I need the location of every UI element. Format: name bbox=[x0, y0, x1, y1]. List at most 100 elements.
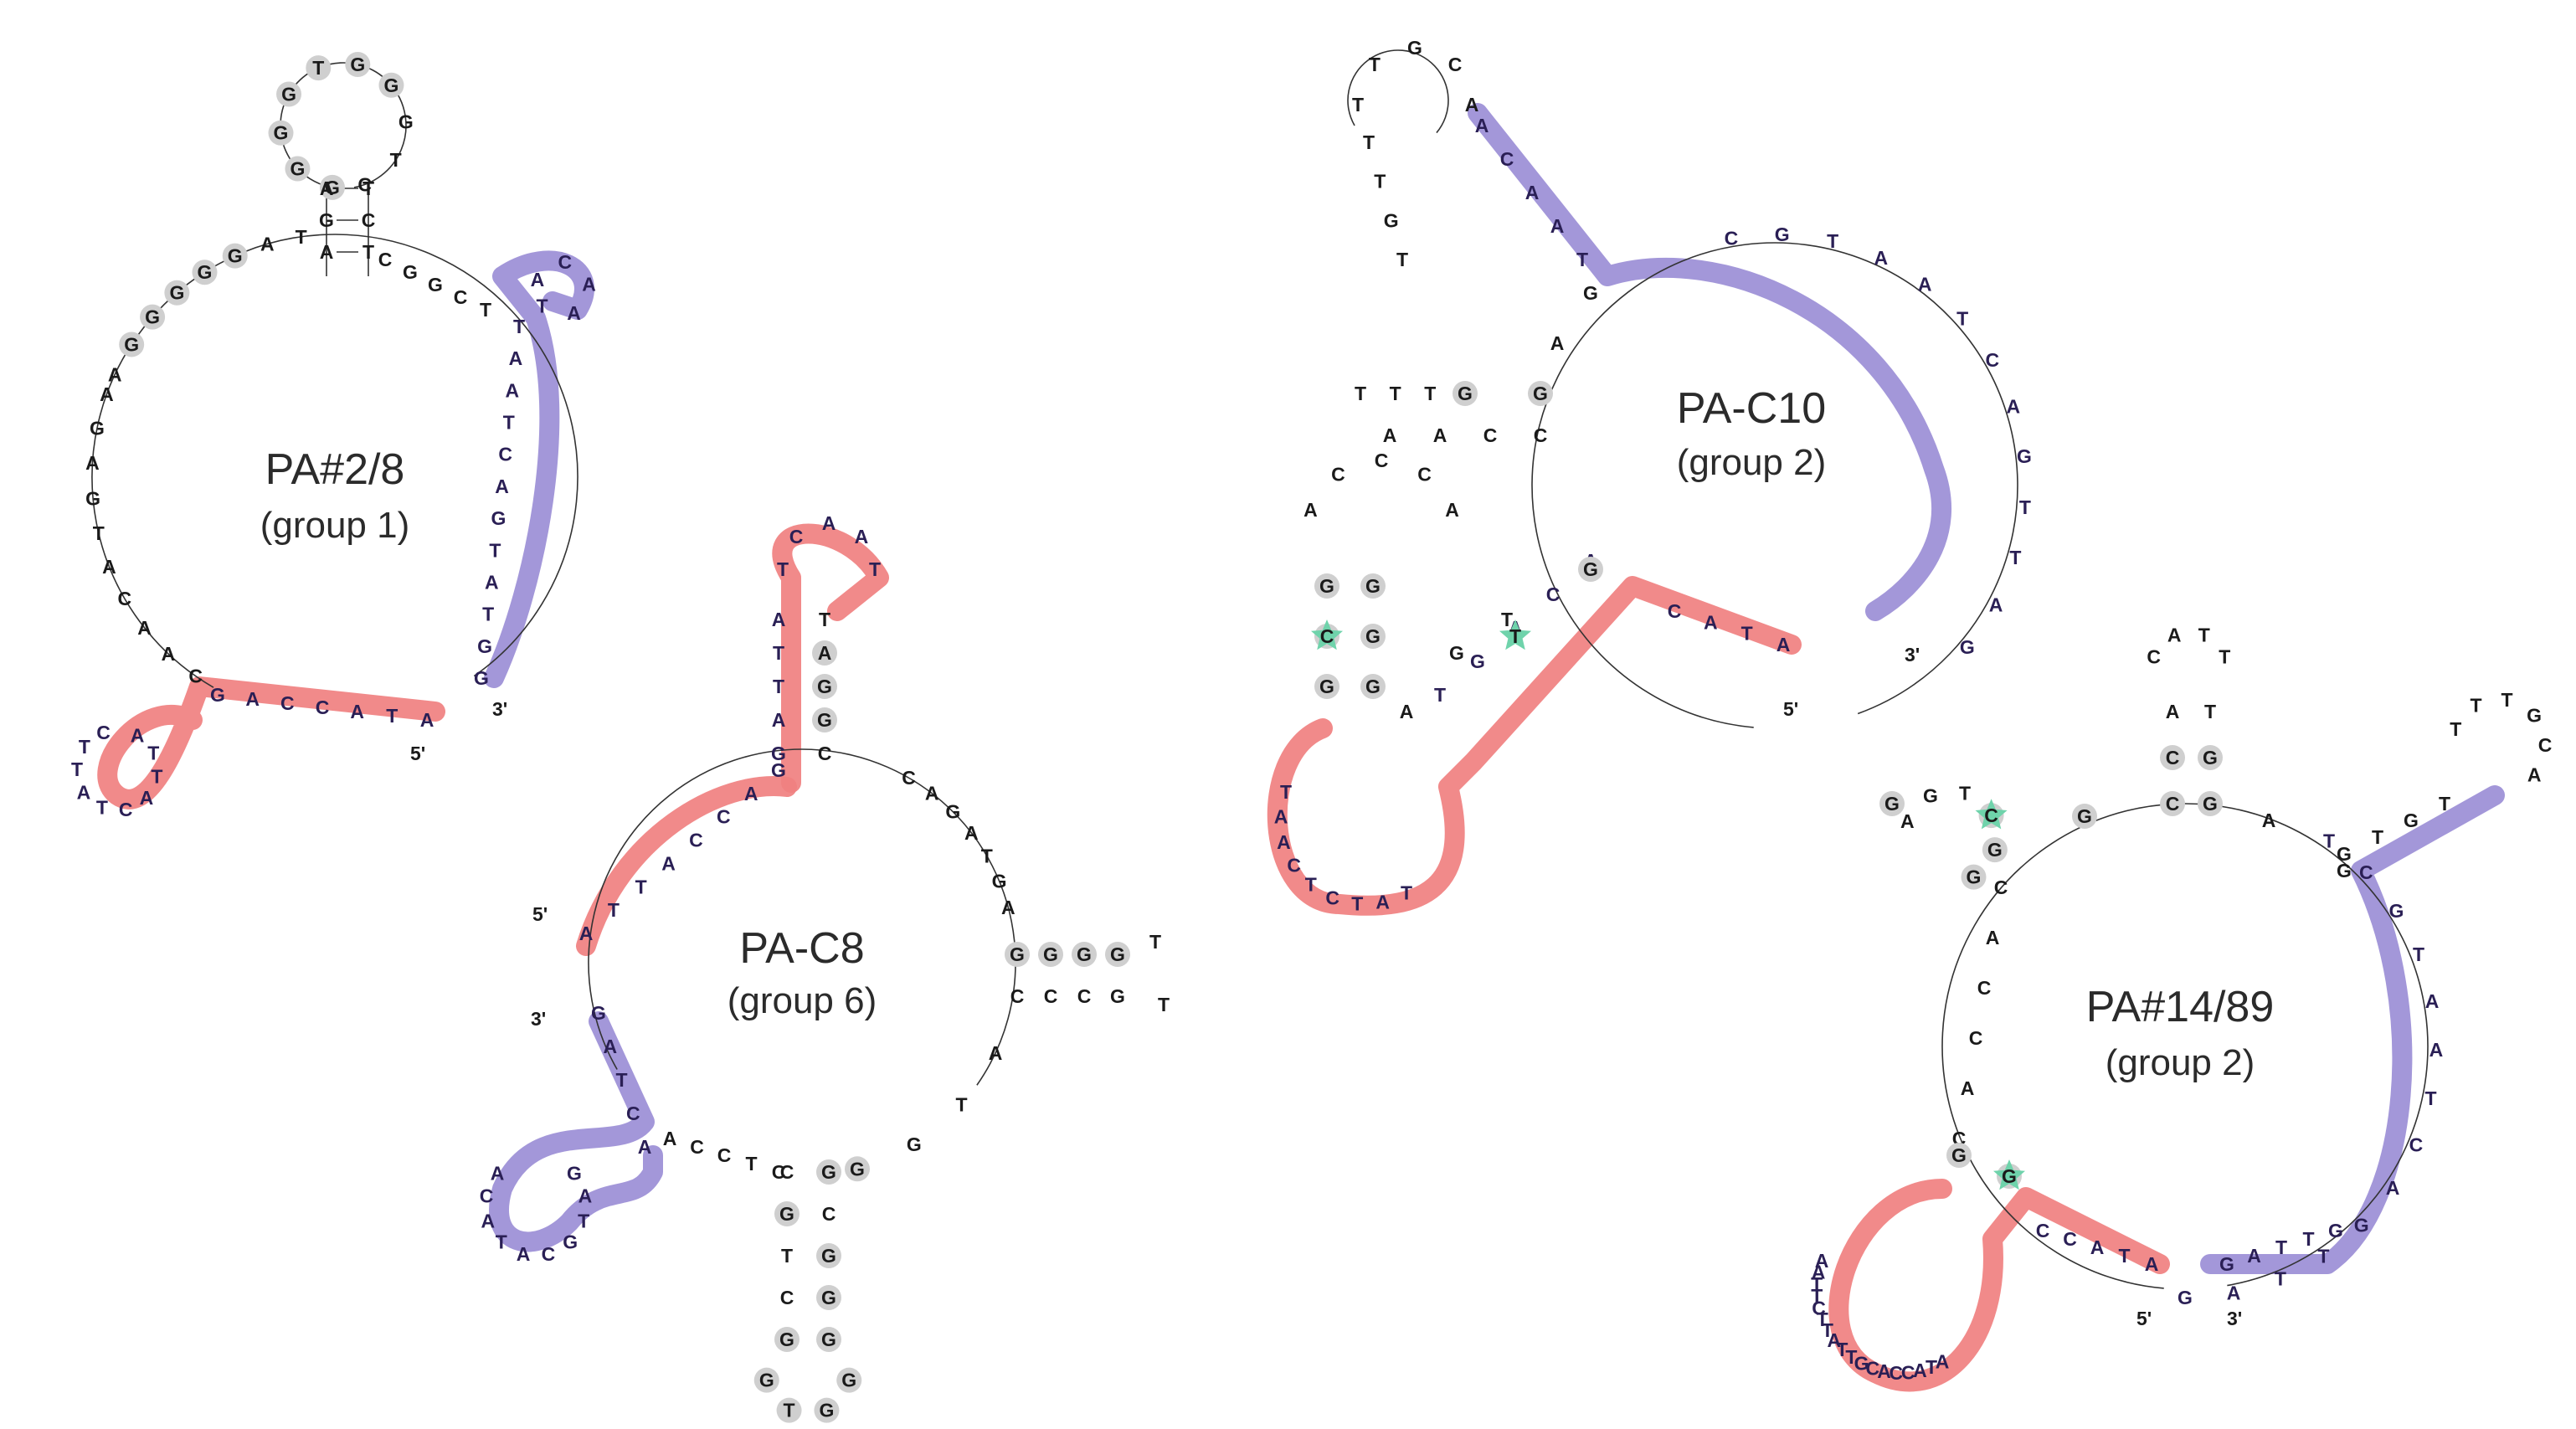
nucleotide-291: G bbox=[1854, 1353, 1869, 1375]
nucleotide-letter: T bbox=[2450, 718, 2461, 740]
nucleotide-letter: T bbox=[1836, 1339, 1848, 1360]
nucleotide-9: T bbox=[390, 149, 402, 171]
nucleotide-letter: G bbox=[1110, 985, 1125, 1007]
nucleotide-188: C bbox=[1483, 424, 1498, 446]
nucleotide-letter: G bbox=[2328, 1220, 2343, 1241]
nucleotide-52: A bbox=[531, 269, 545, 290]
nucleotide-175: G bbox=[2017, 445, 2032, 467]
nucleotide-letter: C bbox=[1546, 583, 1561, 605]
nucleotide-120: T bbox=[781, 1245, 793, 1267]
nucleotide-263: C bbox=[2359, 861, 2373, 883]
nucleotide-letter: A bbox=[495, 475, 509, 497]
nucleotide-letter: T bbox=[489, 539, 501, 561]
nucleotide-letter: G bbox=[1987, 839, 2003, 861]
nucleotide-letter: A bbox=[1936, 1351, 1950, 1373]
nucleotide-letter: T bbox=[745, 1153, 757, 1175]
nucleotide-letter: A bbox=[1815, 1250, 1829, 1272]
nucleotide-letter: G bbox=[2077, 805, 2092, 827]
nucleotide-letter: T bbox=[1363, 131, 1375, 153]
nucleotide-267: A bbox=[2429, 1039, 2444, 1061]
nucleotide-134: C bbox=[717, 1144, 732, 1166]
nucleotide-letter: T bbox=[781, 1245, 793, 1267]
nucleotide-265: T bbox=[2413, 943, 2424, 965]
s1-red-band bbox=[97, 676, 445, 810]
nucleotide-280: G bbox=[2328, 1220, 2343, 1241]
nucleotide-letter: T bbox=[1817, 1308, 1828, 1330]
nucleotide-letter: T bbox=[2275, 1268, 2286, 1290]
nucleotide-letter: A bbox=[1874, 247, 1888, 269]
nucleotide-294: C bbox=[1890, 1362, 1904, 1384]
nucleotide-letter: C bbox=[902, 767, 916, 789]
nucleotide-157: T bbox=[1363, 131, 1375, 153]
nucleotide-178: A bbox=[1989, 594, 2003, 615]
nucleotide-letter: A bbox=[925, 783, 939, 804]
nucleotide-marker bbox=[816, 1285, 841, 1310]
nucleotide-letter: A bbox=[1375, 892, 1390, 913]
nucleotide-70: C bbox=[316, 697, 330, 718]
nucleotide-letter: G bbox=[817, 709, 832, 731]
nucleotide-286: T bbox=[1817, 1308, 1828, 1330]
nucleotide-198: G bbox=[1360, 573, 1386, 599]
nucleotide-letter: G bbox=[1043, 943, 1058, 965]
nucleotide-letter: C bbox=[2409, 1134, 2424, 1156]
nucleotide-marker bbox=[812, 640, 837, 666]
nucleotide-letter: T bbox=[513, 316, 525, 337]
nucleotide-243: C bbox=[1994, 876, 2008, 898]
nucleotide-letter: T bbox=[2439, 793, 2450, 815]
nucleotide-38: C bbox=[454, 286, 468, 308]
highlight-bands-layer bbox=[97, 103, 2505, 1392]
nucleotide-letter: C bbox=[1901, 1362, 1915, 1384]
nucleotide-64: T bbox=[71, 758, 83, 780]
nucleotide-letter: T bbox=[96, 796, 108, 818]
nucleotide-letter: A bbox=[1877, 1360, 1891, 1382]
nucleotide-letter: C bbox=[1320, 625, 1334, 647]
nucleotide-289: T bbox=[1836, 1339, 1848, 1360]
nucleotide-199: G bbox=[1360, 624, 1386, 649]
nucleotide-246: C bbox=[1969, 1027, 1983, 1049]
nucleotide-letter: A bbox=[108, 363, 122, 385]
nucleotide-letter: G bbox=[2404, 810, 2419, 831]
nucleotide-letter: A bbox=[772, 709, 786, 731]
nucleotide-letter: T bbox=[1959, 783, 1971, 804]
nucleotide-234: A bbox=[1900, 810, 1915, 832]
nucleotide-12: T bbox=[362, 177, 374, 199]
nucleotide-298: A bbox=[1936, 1351, 1950, 1373]
nucleotide-letter: C bbox=[357, 173, 372, 195]
nucleotide-247: A bbox=[1961, 1077, 1975, 1099]
nucleotide-121: C bbox=[780, 1287, 794, 1308]
nucleotide-293: A bbox=[1877, 1360, 1891, 1382]
nucleotide-14: C bbox=[362, 209, 376, 231]
nucleotide-191: C bbox=[1331, 463, 1345, 485]
nucleotide-letter: G bbox=[474, 667, 489, 689]
nucleotide-letter: A bbox=[2227, 1282, 2241, 1303]
nucleotide-marker bbox=[816, 1159, 841, 1185]
nucleotide-185: A bbox=[1550, 332, 1565, 354]
nucleotide-letter: G bbox=[2017, 445, 2032, 467]
nucleotide-letter: T bbox=[296, 226, 307, 248]
nucleotide-283: T bbox=[1811, 1273, 1823, 1295]
nucleotide-letter: A bbox=[2262, 810, 2276, 831]
nucleotide-25: C bbox=[188, 666, 203, 687]
nucleotide-16: T bbox=[362, 241, 374, 263]
title-pa-c8: PA-C8 bbox=[739, 924, 864, 973]
nucleotide-148: T bbox=[496, 1231, 507, 1253]
nucleotide-240: G bbox=[1879, 791, 1905, 816]
nucleotide-138: A bbox=[603, 1036, 617, 1057]
nucleotide-letter: G bbox=[281, 84, 296, 105]
nucleotide-letter: T bbox=[777, 558, 789, 580]
nucleotide-letter: A bbox=[1776, 634, 1791, 655]
nucleotide-letter: C bbox=[2166, 793, 2180, 815]
nucleotide-letter: G bbox=[945, 801, 960, 823]
nucleotide-83: G bbox=[771, 743, 786, 764]
nucleotide-letter: T bbox=[390, 149, 402, 171]
nucleotide-156: A bbox=[1465, 94, 1479, 116]
nucleotide-173: C bbox=[1985, 349, 1999, 371]
nucleotide-244: A bbox=[1986, 927, 2000, 948]
nucleotide-119: G bbox=[774, 1201, 800, 1226]
nucleotide-39: T bbox=[480, 299, 491, 321]
nucleotide-292: C bbox=[1865, 1357, 1879, 1379]
nucleotide-letter: C bbox=[1044, 985, 1058, 1007]
nucleotide-letter: C bbox=[780, 1287, 794, 1308]
nucleotide-letter: T bbox=[2118, 1245, 2130, 1267]
nucleotide-166: G bbox=[1583, 282, 1598, 304]
